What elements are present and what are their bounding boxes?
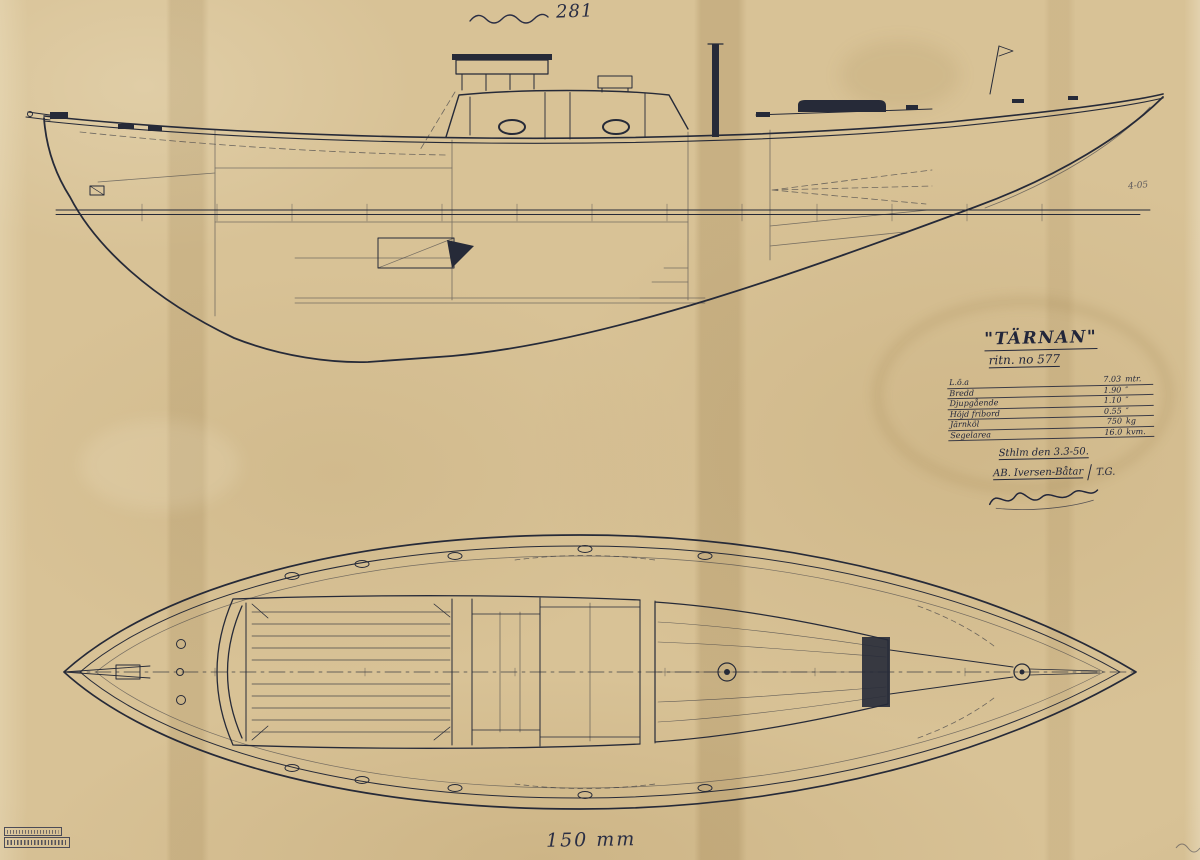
spec-unit: mtr.: [1125, 374, 1142, 384]
drawing-title: "TÄRNAN": [984, 327, 1098, 352]
cabin-trunk: [445, 54, 689, 140]
title-block: "TÄRNAN" ritn. no 577 L.ö.a 7.03 mtr. Br…: [946, 326, 1160, 518]
drawing-number: ritn. no 577: [988, 351, 1061, 369]
spec-value: 16.0: [1104, 427, 1123, 437]
stemhead-fitting: [50, 112, 68, 119]
pencil-squiggle: [469, 13, 549, 24]
plan-hull-outline: [63, 534, 1137, 810]
cabin-stanchions: [469, 92, 646, 140]
maker-row: AB. Iversen-Båtar T.G.: [992, 463, 1159, 482]
spec-unit: kvm.: [1126, 426, 1146, 436]
corner-mark: [1175, 843, 1200, 853]
hull-outline: [43, 93, 1164, 364]
scale-note: 150 mm: [545, 828, 637, 852]
handwritten-number: 281: [555, 0, 594, 23]
spec-unit: ″: [1125, 395, 1129, 405]
date-line: Sthlm den 3.3-50.: [998, 446, 1090, 461]
archive-stamp: [4, 827, 70, 849]
spec-unit: ″: [1125, 405, 1129, 415]
deck-planking: [251, 603, 451, 741]
spec-value: 0.55: [1103, 406, 1122, 416]
bow-fittings: [63, 639, 186, 705]
spec-unit: ″: [1125, 384, 1129, 394]
deck-cleats: [118, 96, 1078, 131]
hidden-lines: [79, 91, 933, 205]
station-ticks: [141, 203, 1043, 222]
stamp-line: [4, 837, 70, 848]
keel-and-interior: [79, 91, 933, 317]
cockpit-and-deck-gear: [25, 43, 1078, 196]
pennant: [998, 45, 1014, 57]
rudder-head-and-tiller: [889, 649, 1101, 695]
engine-box: [377, 237, 455, 269]
edge-mark: 4-05: [1127, 180, 1149, 192]
skylight: [455, 59, 549, 75]
checker-initials: T.G.: [1096, 466, 1116, 478]
flagstaff: [989, 45, 1000, 95]
iron-keel-mark: [447, 240, 474, 268]
divider: [1087, 464, 1093, 481]
roof-vent-box: [597, 75, 633, 89]
stem-fitting: [89, 185, 105, 196]
hidden-deck-lines: [514, 555, 995, 789]
spec-value: 750: [1106, 416, 1123, 426]
companionway-slide: [798, 100, 886, 112]
cockpit-fan: [654, 601, 890, 743]
mast-stub: [712, 44, 719, 137]
deck-vent: [717, 662, 737, 682]
spec-value: 1.90: [1103, 385, 1122, 395]
cabin-coaming: [216, 595, 656, 749]
stamp-line: [4, 827, 62, 836]
porthole: [498, 119, 526, 135]
skylight-rail: [452, 54, 552, 60]
spec-value: 1.10: [1103, 395, 1122, 405]
porthole: [602, 119, 630, 135]
plan-view: [63, 534, 1137, 810]
maker-name: AB. Iversen-Båtar: [992, 466, 1084, 481]
spec-table: L.ö.a 7.03 mtr. Bredd 1.90 ″ Djupgående …: [947, 373, 1155, 442]
deck-fittings: [284, 545, 713, 799]
spec-unit: kg: [1125, 416, 1137, 426]
aft-hatch-block: [862, 637, 890, 707]
interior-lines: [97, 129, 929, 317]
signature: [988, 489, 1099, 510]
spec-value: 7.03: [1103, 374, 1122, 384]
profile-view: [25, 43, 1164, 364]
waterline: [55, 203, 1151, 222]
